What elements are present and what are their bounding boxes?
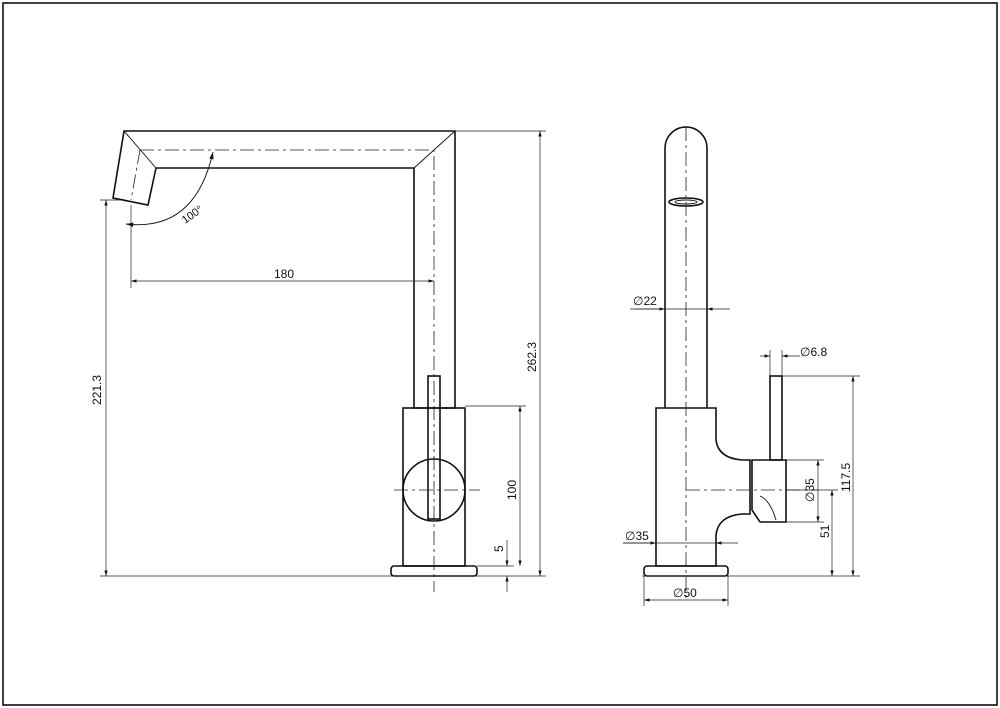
handle-block [751,459,787,523]
front-view: 100° 180 221.3 262.3 100 5 [90,130,546,592]
angle-arc [125,151,214,227]
overall-height-label: 262.3 [525,342,539,372]
lever-diameter-label: ∅6.8 [800,345,827,359]
angle-label: 100° [180,204,206,227]
spout-diameter-label: ∅22 [633,294,657,308]
lever-height-label: 117.5 [839,463,853,492]
base-diameter-label: ∅50 [673,586,697,600]
spout-centerline [140,149,435,592]
body-diameter-label: ∅35 [625,529,649,543]
lever-side [769,375,783,461]
body-side [655,407,751,567]
body-height-label: 100 [505,480,519,500]
reach-label: 180 [274,267,294,281]
base-thickness-label: 5 [492,545,506,552]
spout-inner-edges [123,130,456,169]
lever [427,375,441,520]
side-view: ∅22 ∅6.8 117.5 ∅35 51 ∅3 [623,126,860,606]
spout-height-label: 221.3 [90,375,104,405]
handle-axis-label: 51 [818,524,832,538]
